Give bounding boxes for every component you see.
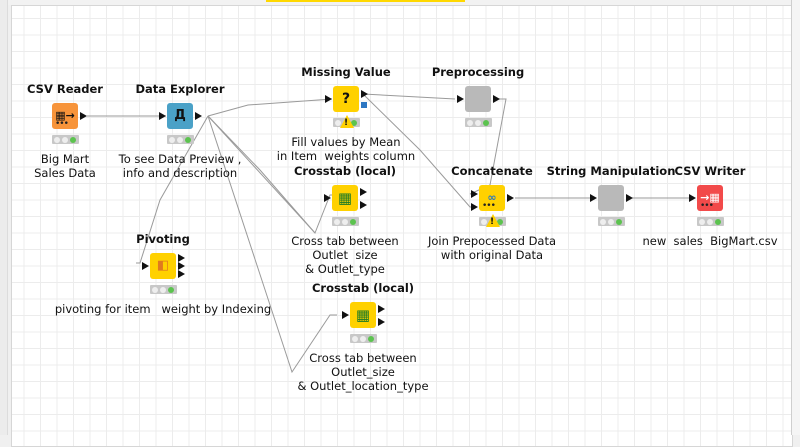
node-title: Preprocessing: [431, 65, 525, 79]
node-csv-reader[interactable]: CSV Reader ▦→ ••• Big Mart Sales Data: [27, 82, 103, 180]
dots-icon: •••: [700, 201, 714, 211]
node-box[interactable]: →▦ •••: [697, 185, 723, 211]
node-title: Crosstab (local): [293, 164, 397, 178]
node-concatenate[interactable]: Concatenate ∞ ••• ! Join Prepocessed Dat…: [428, 164, 556, 262]
node-title: CSV Writer: [674, 164, 746, 178]
input-port[interactable]: [590, 194, 597, 202]
node-box[interactable]: ▦: [350, 302, 376, 328]
warning-icon: [340, 115, 354, 128]
output-port-3[interactable]: [178, 270, 185, 278]
warning-mark: !: [490, 217, 495, 227]
node-box[interactable]: ∞ •••: [479, 185, 505, 211]
warning-mark: !: [344, 118, 349, 128]
output-port-1[interactable]: [178, 254, 185, 262]
table-write-icon: →▦: [700, 191, 720, 204]
flow-variable-port[interactable]: [361, 102, 367, 108]
output-port-1[interactable]: [378, 305, 385, 313]
output-port-2[interactable]: [378, 318, 385, 326]
output-port[interactable]: [80, 112, 87, 120]
node-description[interactable]: To see Data Preview , info and descripti…: [118, 152, 242, 180]
left-panel-edge: [0, 0, 8, 435]
input-port-2[interactable]: [471, 203, 478, 211]
top-bar: [0, 0, 800, 5]
node-title: Pivoting: [136, 232, 190, 246]
status-traffic-light: [332, 217, 359, 226]
dots-icon: •••: [55, 119, 69, 129]
output-port-2[interactable]: [360, 201, 367, 209]
input-port[interactable]: [324, 194, 331, 202]
concatenate-icon: ∞: [487, 191, 497, 204]
status-traffic-light: [150, 285, 177, 294]
input-port[interactable]: [142, 262, 149, 270]
input-port[interactable]: [159, 112, 166, 120]
grid-icon: ▦: [337, 189, 353, 207]
workflow-canvas[interactable]: [11, 5, 793, 447]
node-preprocessing[interactable]: Preprocessing: [432, 65, 524, 127]
node-box[interactable]: ▦: [332, 185, 358, 211]
node-box[interactable]: ▦→ •••: [52, 103, 78, 129]
node-description[interactable]: Fill values by Mean in Item weights colu…: [276, 135, 416, 163]
node-description[interactable]: Big Mart Sales Data: [34, 152, 96, 180]
node-box[interactable]: Д: [167, 103, 193, 129]
node-box[interactable]: ?: [333, 86, 359, 112]
dots-icon: •••: [482, 201, 496, 211]
metanode-icon[interactable]: [465, 86, 491, 112]
output-port[interactable]: [361, 90, 368, 98]
question-mark-icon: ?: [341, 91, 351, 107]
node-csv-writer[interactable]: CSV Writer →▦ ••• new sales BigMart.csv: [642, 164, 777, 248]
status-traffic-light: [52, 135, 79, 144]
node-missing-value[interactable]: Missing Value ? ! Fill values by Mean in…: [277, 65, 415, 163]
status-traffic-light: [465, 118, 492, 127]
node-pivoting[interactable]: Pivoting ◧ pivoting for item weight by I…: [55, 232, 271, 316]
node-description[interactable]: new sales BigMart.csv: [642, 234, 778, 248]
table-read-icon: ▦→: [55, 109, 75, 122]
node-title: Data Explorer: [135, 82, 225, 96]
input-port[interactable]: [325, 95, 332, 103]
node-box[interactable]: ◧: [150, 253, 176, 279]
warning-icon: [486, 214, 500, 227]
node-description[interactable]: Cross tab between Outlet size & Outlet_t…: [291, 234, 399, 276]
input-port-1[interactable]: [471, 190, 478, 198]
active-editor-tab-indicator[interactable]: [266, 0, 465, 2]
status-traffic-light: [167, 135, 194, 144]
node-title: String Manipulation: [546, 164, 676, 178]
status-traffic-light: [598, 217, 625, 226]
vertical-scrollbar[interactable]: [791, 0, 800, 435]
output-port[interactable]: [493, 95, 500, 103]
node-title: Concatenate: [451, 164, 533, 178]
node-data-explorer[interactable]: Data Explorer Д To see Data Preview , in…: [119, 82, 242, 180]
output-port-1[interactable]: [360, 188, 367, 196]
grid-icon: ▦: [355, 306, 371, 324]
input-port[interactable]: [457, 95, 464, 103]
node-title: Crosstab (local): [311, 281, 415, 295]
output-port-2[interactable]: [178, 262, 185, 270]
node-crosstab-2[interactable]: Crosstab (local) ▦ Cross tab between Out…: [297, 281, 428, 393]
input-port[interactable]: [689, 194, 696, 202]
status-traffic-light: [697, 217, 724, 226]
output-port[interactable]: [507, 194, 514, 202]
node-crosstab-1[interactable]: Crosstab (local) ▦ Cross tab between Out…: [291, 164, 398, 276]
data-explorer-icon: Д: [174, 108, 186, 123]
node-string-manipulation[interactable]: String Manipulation: [547, 164, 675, 226]
pivot-icon: ◧: [156, 258, 170, 273]
node-title: Missing Value: [301, 65, 391, 79]
status-traffic-light: [350, 334, 377, 343]
output-port[interactable]: [626, 194, 633, 202]
output-port[interactable]: [195, 112, 202, 120]
input-port[interactable]: [342, 311, 349, 319]
node-description[interactable]: Cross tab between Outlet_size & Outlet_l…: [297, 351, 429, 393]
node-description[interactable]: Join Prepocessed Data with original Data: [427, 234, 557, 262]
node-description[interactable]: pivoting for item weight by Indexing: [54, 302, 272, 316]
node-title: CSV Reader: [27, 82, 103, 96]
metanode-icon[interactable]: [598, 185, 624, 211]
